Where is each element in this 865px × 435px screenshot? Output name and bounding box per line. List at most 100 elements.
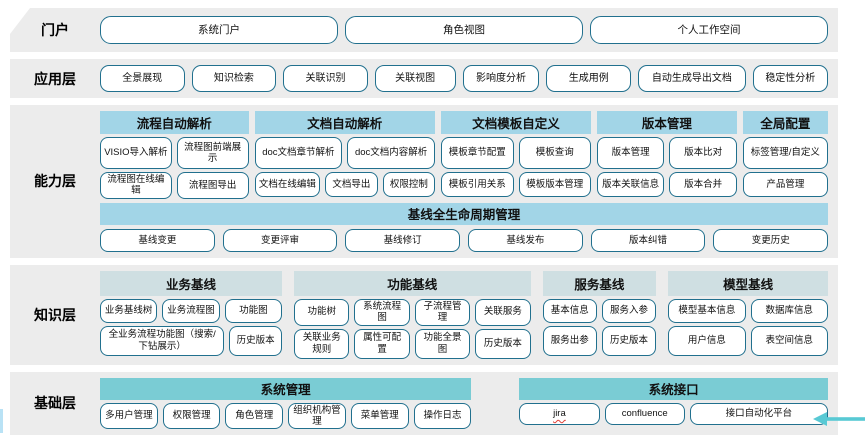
module-button[interactable]: 系统门户 xyxy=(100,16,338,44)
module-button[interactable]: 版本合并 xyxy=(669,172,737,197)
module-button[interactable]: 关联业务规则 xyxy=(294,328,350,359)
module-button[interactable]: 影响度分析 xyxy=(462,65,540,92)
module-button[interactable]: 产品管理 xyxy=(742,172,828,197)
module-button-label: 业务基线树 xyxy=(104,305,153,317)
module-button[interactable]: 版本管理 xyxy=(596,137,665,169)
module-button[interactable]: 个人工作空间 xyxy=(590,16,828,44)
module-button[interactable]: 菜单管理 xyxy=(350,402,409,430)
module-row: 流程图在线编辑流程图导出 xyxy=(100,172,249,199)
module-button[interactable]: 模型基本信息 xyxy=(668,298,746,323)
module-button[interactable]: 操作日志 xyxy=(413,402,472,430)
module-button[interactable]: 标签管理/自定义 xyxy=(742,137,828,169)
module-button[interactable]: 关联视图 xyxy=(374,65,456,92)
module-button[interactable]: 历史版本 xyxy=(601,325,657,356)
module-button[interactable]: 历史版本 xyxy=(229,325,282,356)
module-button[interactable]: 基线变更 xyxy=(100,228,215,252)
module-button-label: 系统流程图 xyxy=(363,300,402,324)
module-row: 文档在线编辑文档导出权限控制 xyxy=(254,172,436,197)
module-button[interactable]: 流程图前端展示 xyxy=(176,137,249,169)
module-row: 版本关联信息版本合并 xyxy=(596,172,737,197)
module-button-label: 关联视图 xyxy=(395,72,436,84)
module-button[interactable]: 版本关联信息 xyxy=(596,172,665,197)
module-button[interactable]: 用户信息 xyxy=(668,325,746,356)
module-button[interactable]: 变更历史 xyxy=(713,228,829,252)
module-button[interactable]: 全景展现 xyxy=(100,65,185,92)
module-button[interactable]: 业务基线树 xyxy=(100,298,158,323)
module-button[interactable]: doc文档章节解析 xyxy=(254,137,343,169)
module-button[interactable]: 权限控制 xyxy=(382,172,436,197)
module-button[interactable]: VISIO导入解析 xyxy=(100,137,172,169)
module-button[interactable]: 数据库信息 xyxy=(750,298,828,323)
module-button-label: 稳定性分析 xyxy=(765,72,816,84)
module-button-label: 基本信息 xyxy=(550,305,589,317)
module-button[interactable]: 变更评审 xyxy=(222,228,338,252)
module-button-label: 模型基本信息 xyxy=(678,305,736,317)
module-button-label: 功能全景图 xyxy=(423,332,462,355)
module-column: 模型基线模型基本信息数据库信息用户信息表空间信息 xyxy=(668,270,828,359)
module-button[interactable]: 子流程管理 xyxy=(414,298,471,326)
module-button[interactable]: 文档在线编辑 xyxy=(254,172,321,197)
module-button-label: 流程图在线编辑 xyxy=(107,174,165,197)
module-column: 服务基线基本信息服务入参服务出参历史版本 xyxy=(542,270,657,359)
module-button[interactable]: 文档导出 xyxy=(325,172,378,197)
module-button[interactable]: 功能全景图 xyxy=(414,328,471,359)
module-button[interactable]: 表空间信息 xyxy=(750,325,828,356)
module-button[interactable]: 基本信息 xyxy=(542,298,597,323)
module-button[interactable]: 角色管理 xyxy=(225,402,284,430)
module-button[interactable]: 基线修订 xyxy=(345,228,461,252)
module-button[interactable]: 模板引用关系 xyxy=(441,172,514,197)
module-row: doc文档章节解析 doc文档内容解析 xyxy=(254,137,436,169)
module-button[interactable]: 角色视图 xyxy=(345,16,583,44)
module-button[interactable]: 模板章节配置 xyxy=(441,137,514,169)
module-button[interactable]: 多用户管理 xyxy=(100,402,158,430)
module-button[interactable]: 历史版本 xyxy=(475,328,531,359)
module-button-label: 数据库信息 xyxy=(765,305,814,317)
module-button[interactable]: 组织机构管理 xyxy=(288,402,346,430)
module-button-label: 子流程管理 xyxy=(423,300,462,324)
module-button[interactable]: 版本比对 xyxy=(669,137,737,169)
module-button[interactable]: doc文档内容解析 xyxy=(347,137,436,169)
module-button-label: 基线发布 xyxy=(506,234,545,246)
module-button[interactable]: jira xyxy=(519,402,600,425)
module-column: 文档模板自定义模板章节配置模板查询模板引用关系模板版本管理 xyxy=(441,111,591,199)
module-button[interactable]: 功能树 xyxy=(294,298,350,326)
module-button[interactable]: 关联服务 xyxy=(475,298,531,326)
module-button[interactable]: 模板版本管理 xyxy=(518,172,591,197)
module-button-label: 版本纠错 xyxy=(629,234,668,246)
column-header: 功能基线 xyxy=(294,270,531,296)
module-button[interactable]: 属性可配置 xyxy=(354,328,410,359)
module-button[interactable]: 流程图在线编辑 xyxy=(100,172,172,199)
module-row: 功能树系统流程图子流程管理关联服务 xyxy=(294,298,531,326)
module-button[interactable]: confluence xyxy=(604,402,685,425)
module-button[interactable]: 服务出参 xyxy=(542,325,597,356)
module-button[interactable]: 系统流程图 xyxy=(354,298,410,326)
module-button[interactable]: 基线发布 xyxy=(468,228,583,252)
column-header: 流程自动解析 xyxy=(100,111,249,134)
module-button-label: 知识检索 xyxy=(213,72,254,84)
module-button[interactable]: 版本纠错 xyxy=(590,228,706,252)
module-button[interactable]: 功能图 xyxy=(224,298,282,323)
module-button[interactable]: 知识检索 xyxy=(191,65,277,92)
column-header: 服务基线 xyxy=(542,270,657,296)
module-button[interactable]: 生成用例 xyxy=(546,65,632,92)
module-button[interactable]: 服务入参 xyxy=(601,298,657,323)
module-button[interactable]: 模板查询 xyxy=(518,137,591,169)
module-button[interactable]: 流程图导出 xyxy=(176,172,249,199)
module-button[interactable]: 业务流程图 xyxy=(162,298,220,323)
module-button[interactable]: 接口自动化平台 xyxy=(689,402,828,425)
module-button-label: 文档在线编辑 xyxy=(258,178,316,190)
module-button[interactable]: 全业务流程功能图（搜索/下钻展示） xyxy=(100,325,225,356)
module-button[interactable]: 自动生成导出文档 xyxy=(638,65,746,92)
module-button-label: 表空间信息 xyxy=(765,335,814,347)
module-button[interactable]: 权限管理 xyxy=(162,402,221,430)
module-button[interactable]: 关联识别 xyxy=(283,65,368,92)
module-button[interactable]: 稳定性分析 xyxy=(752,65,829,92)
module-row: 业务基线树业务流程图功能图 xyxy=(100,298,282,323)
module-row: 关联业务规则属性可配置功能全景图历史版本 xyxy=(294,328,531,359)
module-button-label: 个人工作空间 xyxy=(677,23,741,36)
module-button-label: doc文档章节解析 xyxy=(262,147,335,159)
